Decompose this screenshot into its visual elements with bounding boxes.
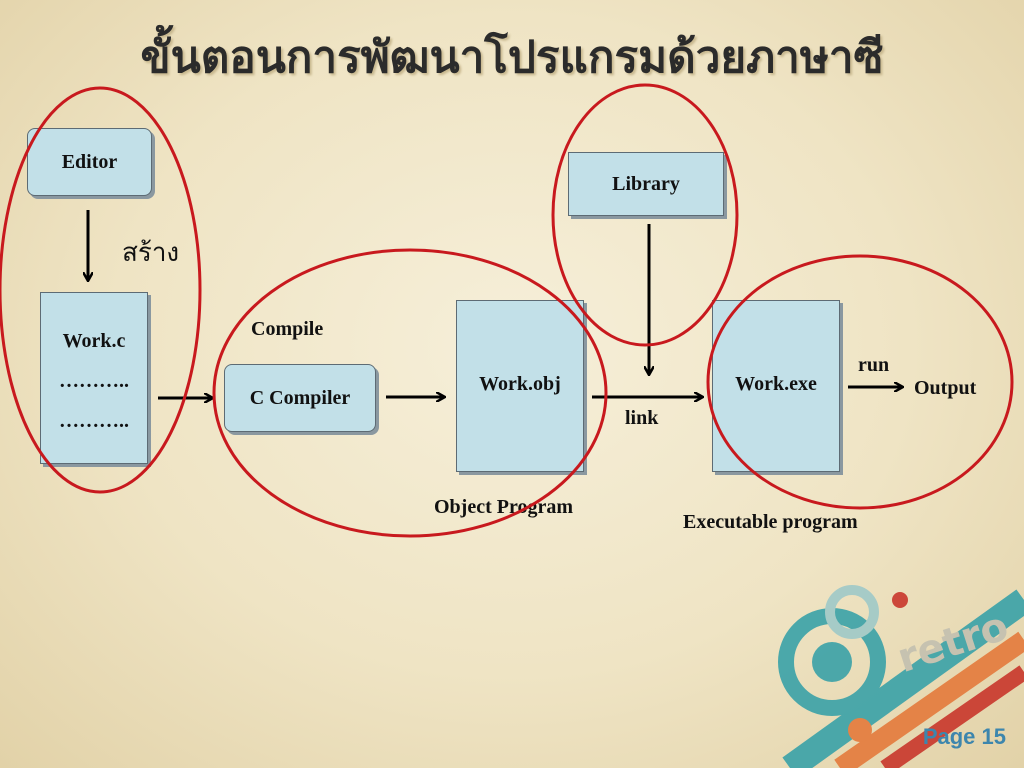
create-label: สร้าง [122, 238, 180, 268]
editor-label: Editor [61, 150, 118, 173]
workc-line-1: ……….. [59, 370, 129, 392]
run-label: run [858, 354, 890, 376]
workc-name: Work.c [62, 330, 126, 352]
c-compiler-label: C Compiler [249, 386, 351, 409]
highlight-compile-group [212, 248, 608, 538]
library-label: Library [612, 172, 680, 195]
output-label: Output [914, 377, 977, 399]
workc-line-2: ……….. [59, 410, 129, 432]
executable-program-label: Executable program [683, 511, 858, 533]
workexe-label: Work.exe [735, 373, 817, 395]
highlight-exe-group [706, 254, 1014, 510]
workobj-file: Work.obj [456, 300, 584, 472]
compile-label: Compile [251, 318, 324, 340]
editor-box: Editor [27, 128, 152, 196]
workobj-label: Work.obj [479, 373, 561, 395]
c-compiler-box: C Compiler [224, 364, 376, 432]
workc-file: Work.c ……….. ……….. [40, 292, 148, 464]
highlight-editor-group [0, 86, 202, 494]
highlight-library-group [551, 83, 739, 347]
link-label: link [625, 407, 659, 429]
library-box: Library [568, 152, 724, 216]
workexe-file: Work.exe [712, 300, 840, 472]
page-title: ขั้นตอนการพัฒนาโปรแกรมด้วยภาษาซี [140, 32, 884, 83]
page-number: Page 15 [922, 724, 1006, 749]
